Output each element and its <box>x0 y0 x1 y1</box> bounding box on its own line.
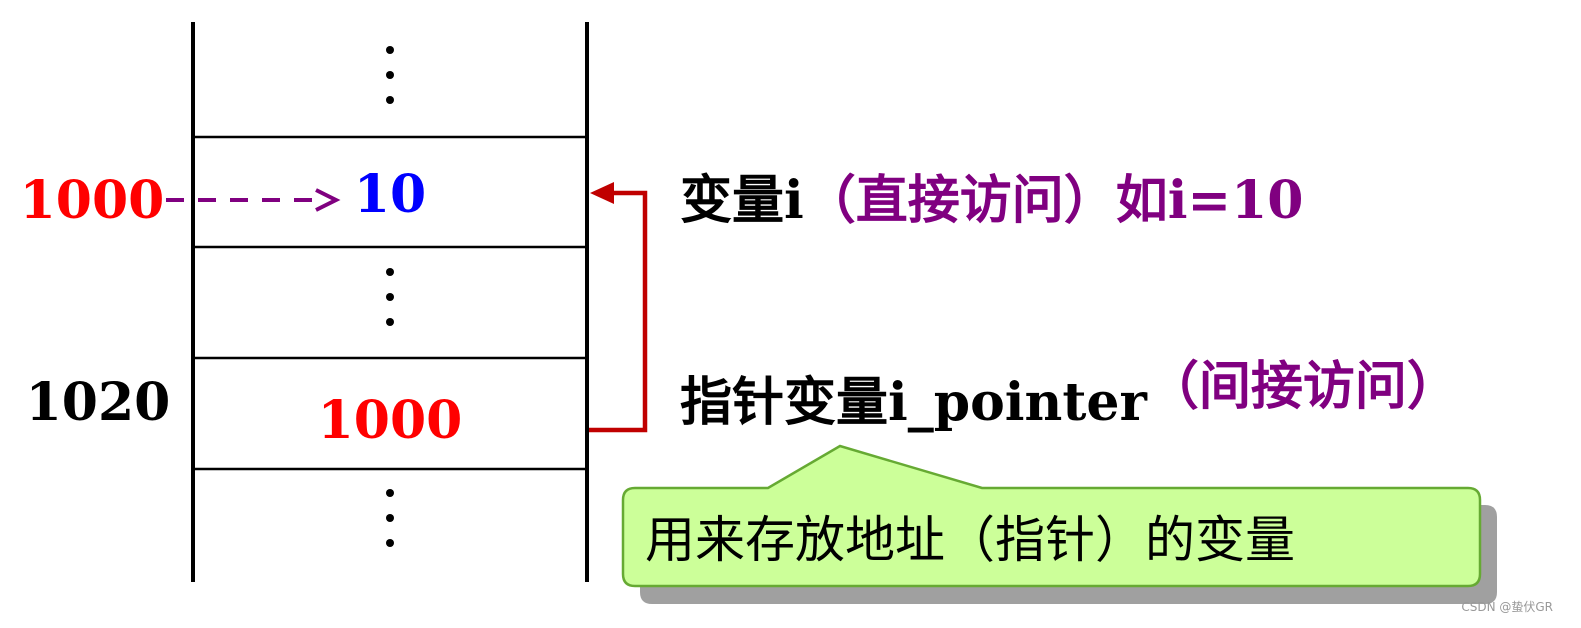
var-i-desc: （直接访问）如i=10 <box>804 170 1304 231</box>
address-pointer: 1020 <box>26 372 171 433</box>
callout-text: 用来存放地址（指针）的变量 <box>645 511 1295 569</box>
pointer-prefix: 指针变量i_pointer <box>680 372 1147 433</box>
top-ellipsis <box>386 46 394 104</box>
callout-bubble <box>621 444 1482 588</box>
pointer-var-label: 指针变量i_pointer（间接访问） <box>680 356 1459 433</box>
var-i-label: 变量i（直接访问）如i=10 <box>680 170 1303 231</box>
var-i-prefix: 变量i <box>680 170 804 231</box>
cell-value-pointer: 1000 <box>318 390 463 451</box>
middle-ellipsis <box>386 268 394 326</box>
pointer-arrow-line <box>589 190 648 433</box>
watermark: CSDN @蛰伏GR <box>1461 600 1553 614</box>
cell-value-i: 10 <box>354 164 426 225</box>
pointer-arrow-head <box>590 182 614 204</box>
pointer-desc: （间接访问） <box>1147 356 1459 417</box>
address-dashed-arrow-head <box>315 188 341 212</box>
address-i: 1000 <box>20 170 165 231</box>
bottom-ellipsis <box>386 489 394 547</box>
